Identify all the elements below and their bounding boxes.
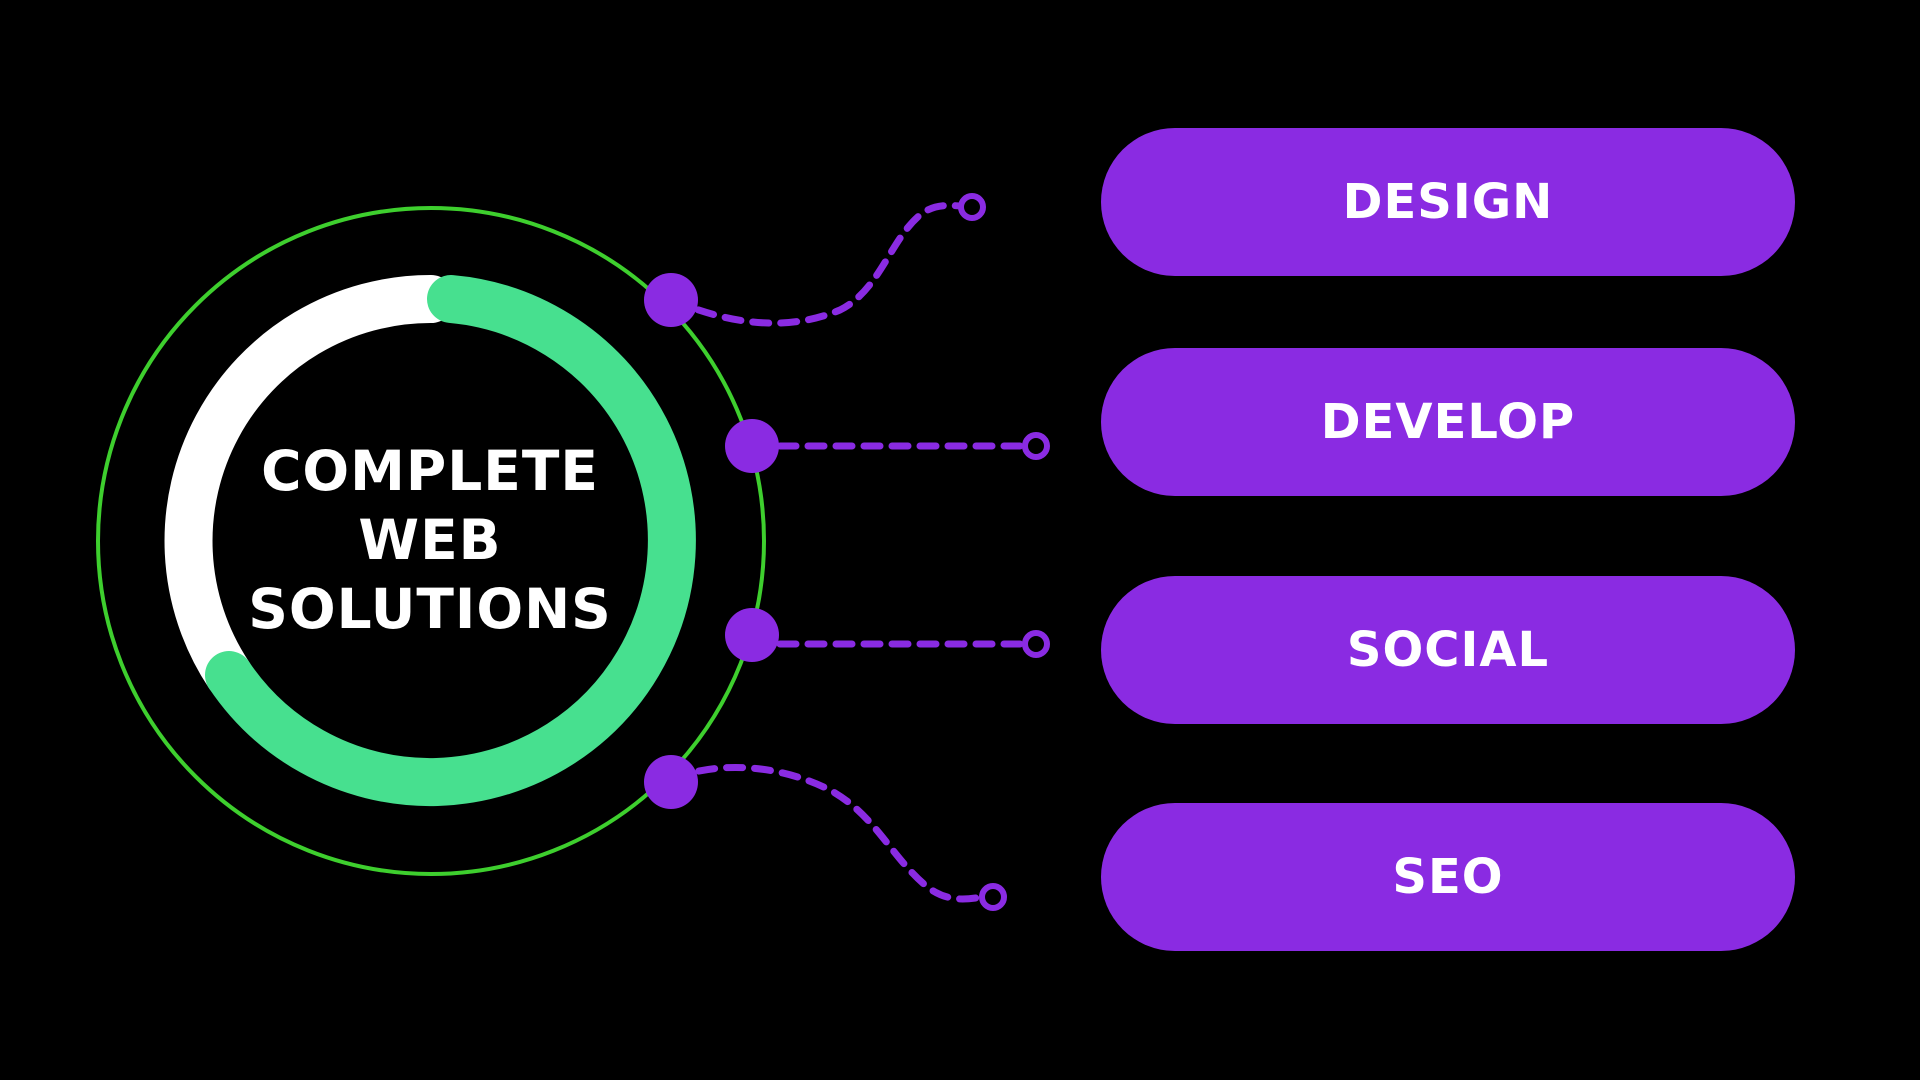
end-node-social (1022, 630, 1050, 658)
service-pill-social[interactable]: SOCIAL (1101, 576, 1795, 724)
anchor-dot-develop (725, 419, 779, 473)
service-label: SOCIAL (1346, 622, 1550, 678)
outer-ring (96, 206, 766, 876)
inner-ring-green-arc (205, 275, 696, 807)
service-label: DEVELOP (1320, 394, 1576, 450)
end-node-design (958, 193, 986, 221)
service-pill-develop[interactable]: DEVELOP (1101, 348, 1795, 496)
end-node-develop (1022, 432, 1050, 460)
connector-seo (668, 764, 986, 903)
hub-title-line: WEB (358, 508, 502, 572)
service-pill-seo[interactable]: SEO (1101, 803, 1795, 951)
connector-design (668, 201, 974, 327)
inner-ring-white-arc (164, 274, 455, 699)
anchor-dot-social (725, 608, 779, 662)
service-pill-design[interactable]: DESIGN (1101, 128, 1795, 276)
end-node-seo (979, 883, 1007, 911)
anchor-dot-seo (644, 755, 698, 809)
service-label: DESIGN (1342, 174, 1554, 230)
hub-title-line: COMPLETE (261, 439, 599, 503)
hub-title: COMPLETE WEB SOLUTIONS (230, 437, 630, 644)
service-label: SEO (1392, 849, 1504, 905)
anchor-dot-design (644, 273, 698, 327)
hub-title-line: SOLUTIONS (248, 577, 612, 641)
